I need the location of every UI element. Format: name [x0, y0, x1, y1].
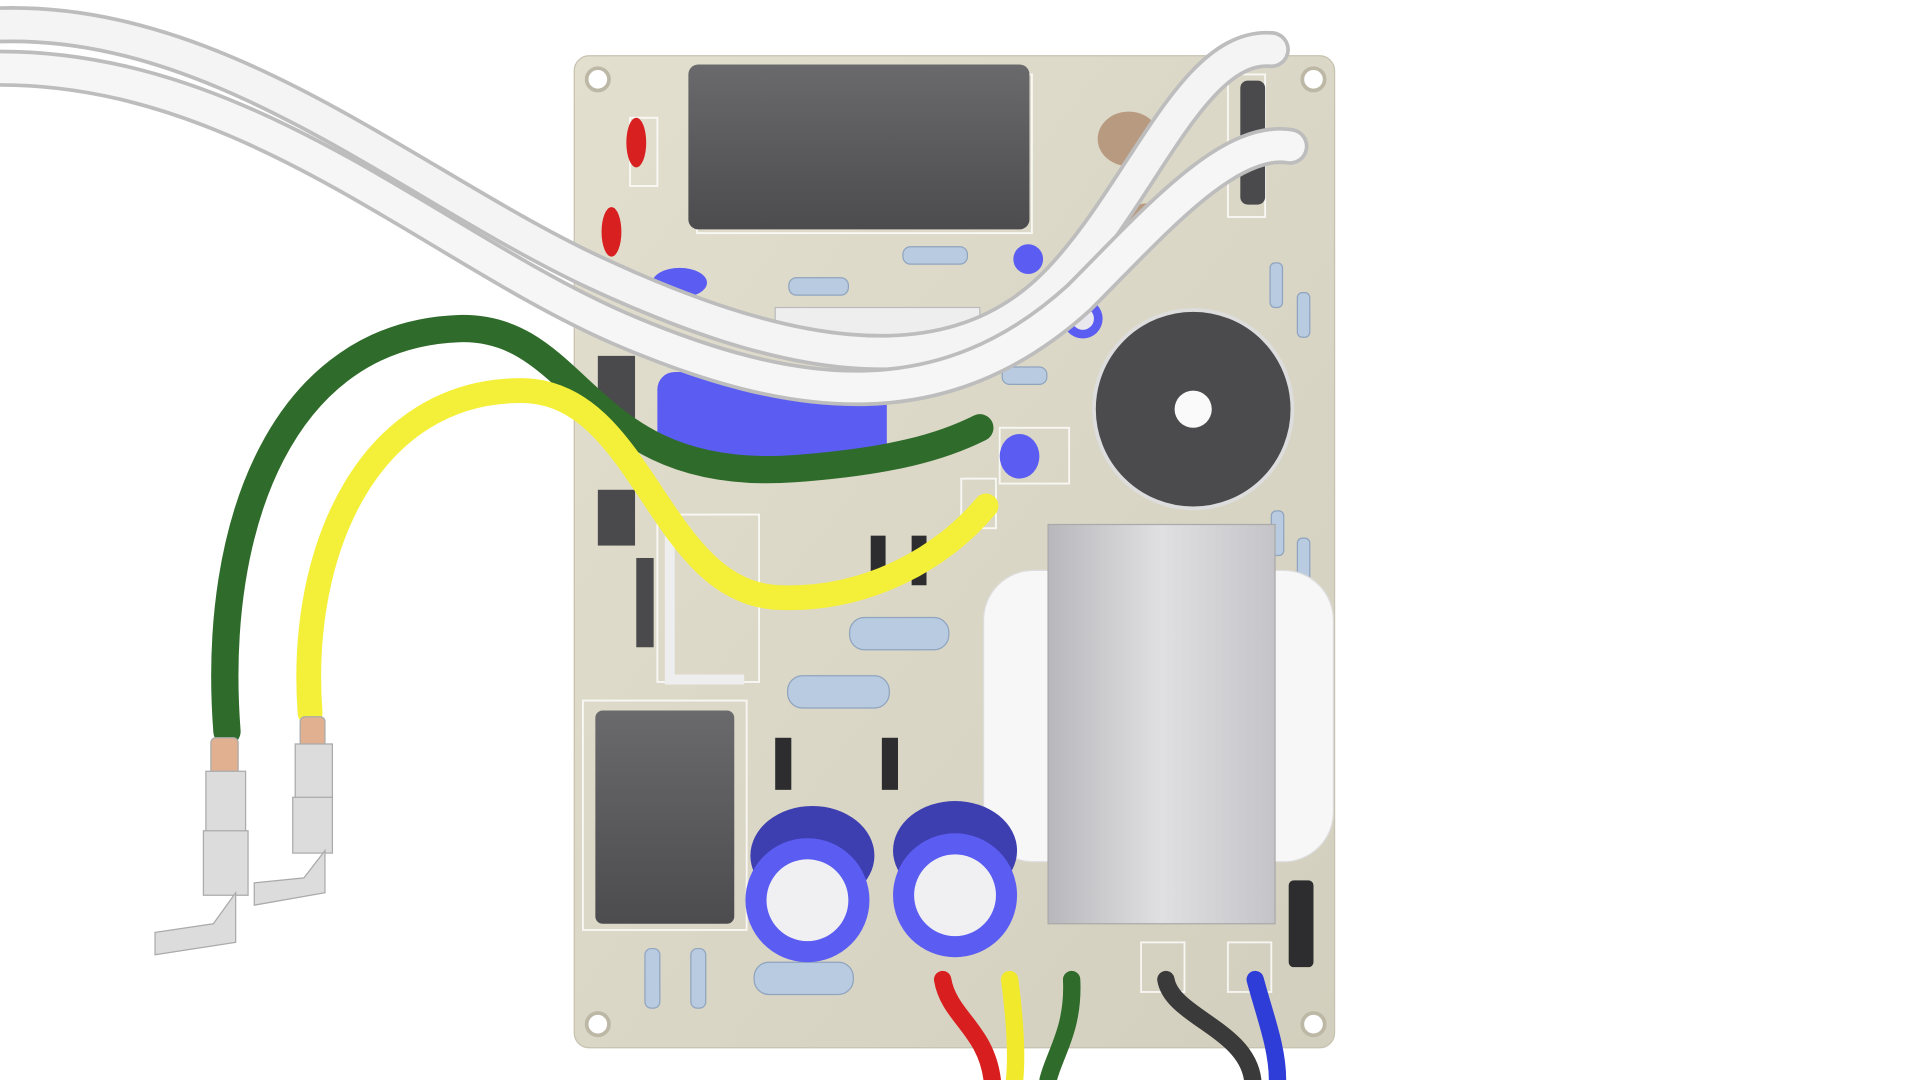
- diode: [636, 557, 654, 648]
- electrolytic-capacitor: [893, 801, 1018, 958]
- heatsink-bracket: [664, 520, 745, 685]
- wire-green: [1039, 970, 1081, 1080]
- wire-yellow-ground: [296, 378, 999, 726]
- transistor: [597, 489, 636, 546]
- wire-black: [1157, 970, 1262, 1080]
- wire-green-ground: [211, 314, 994, 746]
- resistors: [644, 246, 1311, 1009]
- buzzer-hole: [1174, 390, 1212, 428]
- relay: [688, 64, 1030, 230]
- red-capacitor: [626, 117, 647, 168]
- spade-terminal: [154, 737, 249, 956]
- wire-yellow: [1000, 970, 1025, 1080]
- transformer-core: [1047, 523, 1276, 925]
- wire-red: [933, 970, 1001, 1080]
- electrolytic-capacitor: [745, 805, 875, 963]
- small-electrolytic: [1013, 244, 1044, 275]
- red-capacitor: [601, 207, 622, 257]
- spade-terminal: [253, 716, 334, 906]
- mounting-holes: [584, 66, 1327, 1038]
- relay-lower: [595, 710, 735, 924]
- blue-ceramic-capacitor: [999, 433, 1040, 479]
- wire-blue: [1246, 970, 1287, 1080]
